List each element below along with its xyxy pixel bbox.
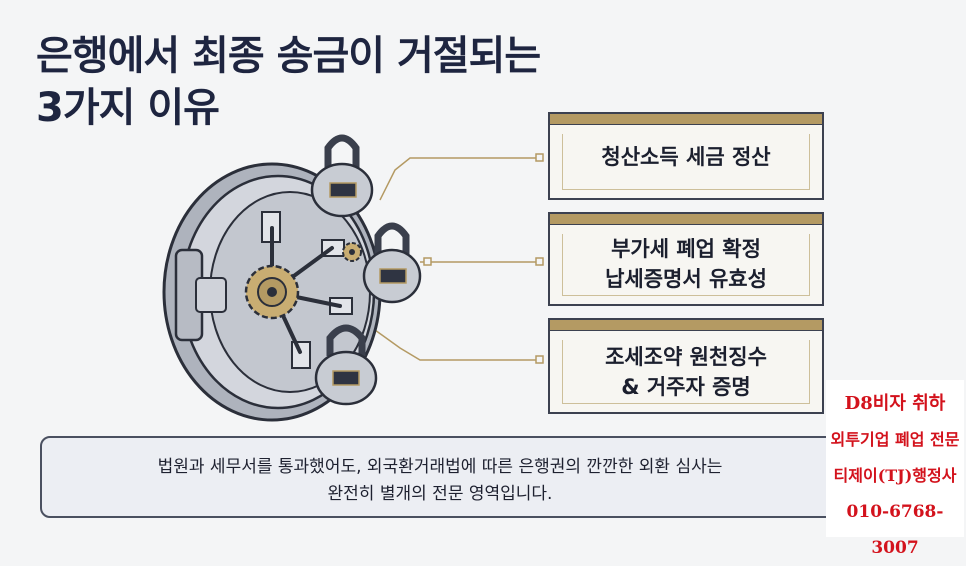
reason-1-line1: 청산소득 세금 정산 [601, 145, 771, 169]
card-inner-frame [562, 234, 810, 296]
reason-3-line1: 조세조약 원천징수 [605, 345, 767, 369]
reason-text-3: 조세조약 원천징수 & 거주자 증명 [550, 342, 822, 402]
card-header-bar [550, 214, 822, 225]
padlock-icon [314, 324, 378, 406]
advertisement-overlay: D8비자 취하 외투기업 폐업 전문 티제이(TJ)행정사 010-6768-3… [826, 380, 964, 558]
page-title-line2: 3가지 이유 [36, 85, 220, 131]
ad-phone: 010-6768-3007 [846, 502, 944, 558]
reason-text-1: 청산소득 세금 정산 [550, 142, 822, 172]
padlock-icon [310, 134, 374, 218]
ad-line2: 외투기업 폐업 전문 [830, 430, 960, 449]
summary-note-text: 법원과 세무서를 통과했어도, 외국환거래법에 따른 은행권의 깐깐한 외환 심… [42, 454, 838, 508]
page-title-line1: 은행에서 최종 송금이 거절되는 [36, 33, 541, 79]
reason-text-2: 부가세 폐업 확정 납세증명서 유효성 [550, 234, 822, 294]
summary-note: 법원과 세무서를 통과했어도, 외국환거래법에 따른 은행권의 깐깐한 외환 심… [40, 436, 840, 518]
page-title: 은행에서 최종 송금이 거절되는 3가지 이유 [36, 30, 541, 134]
summary-note-line1: 법원과 세무서를 통과했어도, 외국환거래법에 따른 은행권의 깐깐한 외환 심… [157, 457, 723, 477]
card-header-bar [550, 114, 822, 125]
reason-card-2: 부가세 폐업 확정 납세증명서 유효성 [548, 212, 824, 306]
reason-card-1: 청산소득 세금 정산 [548, 112, 824, 200]
gear-icon [342, 242, 362, 262]
card-inner-frame [562, 340, 810, 404]
reason-2-line2: 납세증명서 유효성 [605, 267, 767, 291]
vault-illustration [162, 134, 544, 422]
connector-lines [374, 157, 540, 361]
ad-line3: 티제이(TJ)행정사 [833, 466, 957, 485]
ad-line1: D8비자 취하 [844, 393, 946, 414]
card-inner-frame [562, 134, 810, 190]
padlock-icon [362, 222, 422, 304]
reason-3-line2: & 거주자 증명 [621, 375, 751, 399]
reason-card-3: 조세조약 원천징수 & 거주자 증명 [548, 318, 824, 414]
reason-2-line1: 부가세 폐업 확정 [611, 237, 761, 261]
summary-note-line2: 완전히 별개의 전문 영역입니다. [327, 484, 553, 504]
card-header-bar [550, 320, 822, 331]
